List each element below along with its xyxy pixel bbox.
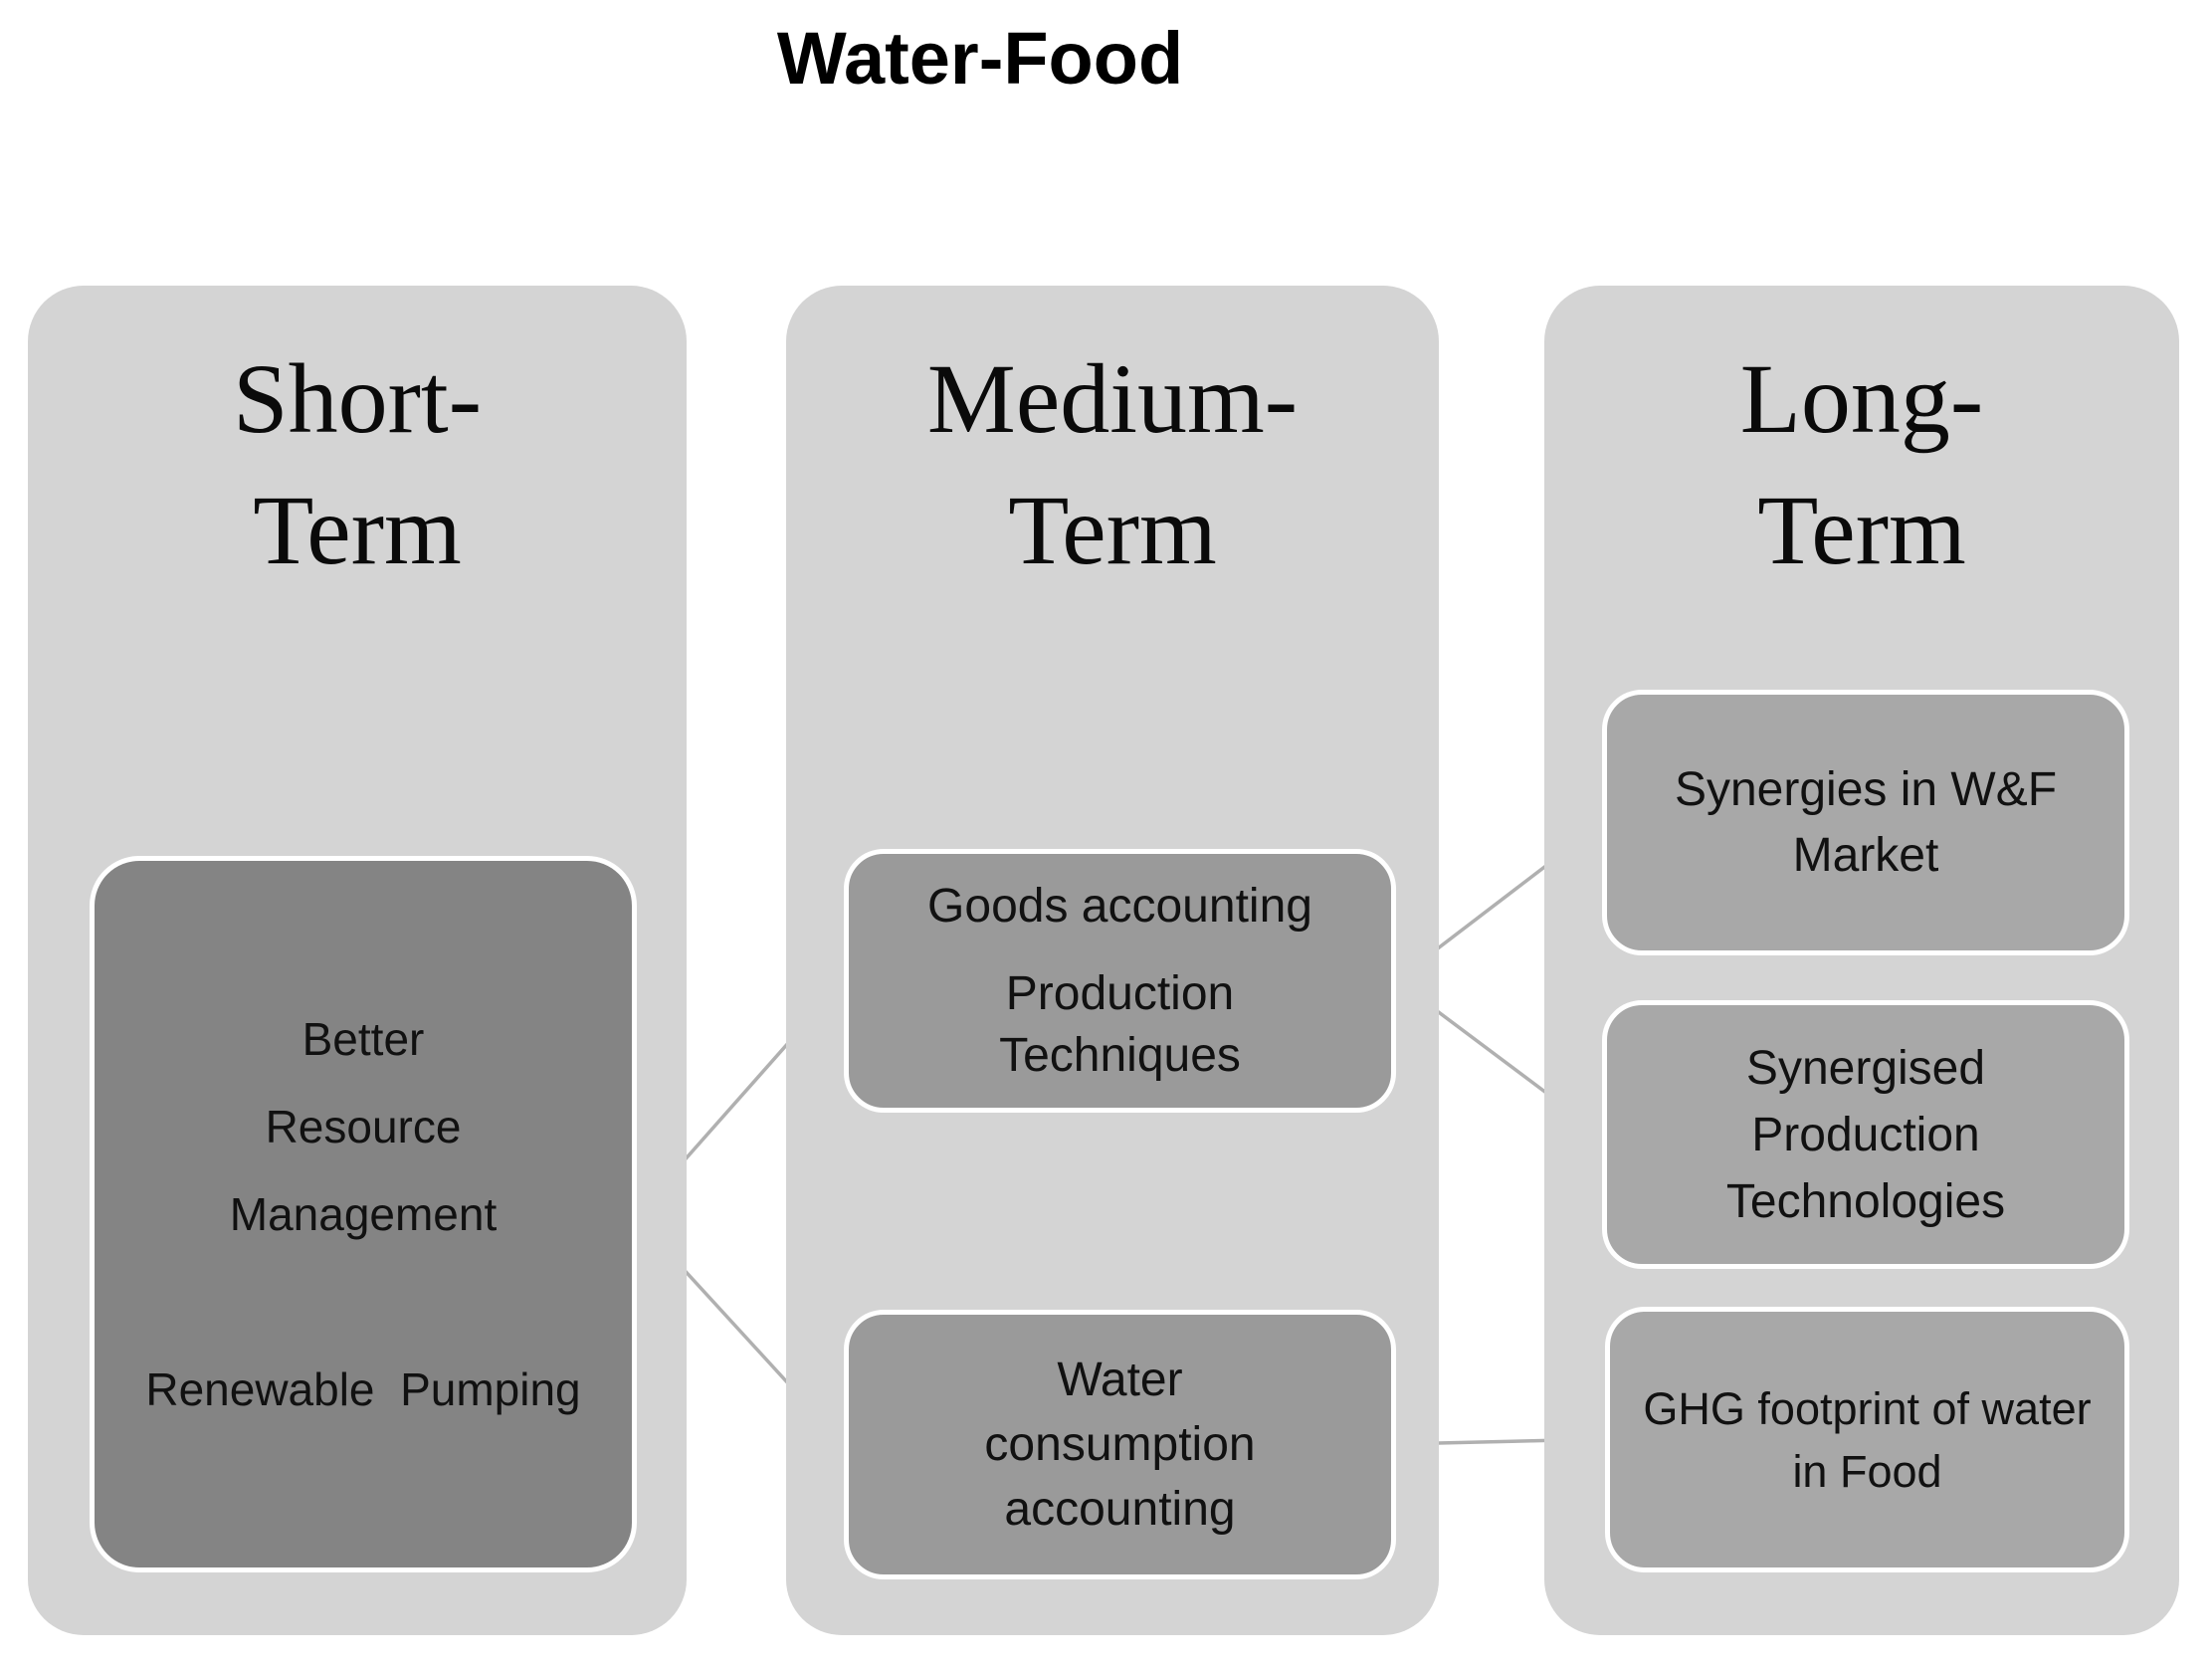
node-better-resource-management-label: Better Resource Management Renewable Pum… bbox=[145, 1013, 581, 1415]
node-synergies-in-wf-market: Synergies in W&F Market bbox=[1602, 690, 2129, 955]
diagram-title: Water-Food bbox=[776, 17, 1184, 100]
node-water-consumption-accounting: Water consumption accounting bbox=[844, 1310, 1396, 1579]
node-water-consumption-accounting-label: Water consumption accounting bbox=[984, 1354, 1256, 1536]
node-synergies-in-wf-market-label: Synergies in W&F Market bbox=[1674, 762, 2058, 882]
node-production-techniques-label: Production Techniques bbox=[999, 966, 1241, 1082]
node-ghg-footprint-of-water-in-food-label: GHG footprint of water in Food bbox=[1643, 1382, 2092, 1497]
node-goods-accounting: Goods accounting Production Techniques bbox=[844, 849, 1396, 1113]
node-synergised-production-technologies-label: Synergised Production Technologies bbox=[1725, 1041, 2006, 1228]
column-short-term-header: Short- Term bbox=[233, 343, 482, 585]
node-better-resource-management: Better Resource Management Renewable Pum… bbox=[90, 856, 637, 1572]
column-long-term-header: Long- Term bbox=[1739, 343, 1984, 585]
column-medium-term-header: Medium- Term bbox=[926, 343, 1299, 585]
node-ghg-footprint-of-water-in-food: GHG footprint of water in Food bbox=[1605, 1307, 2129, 1572]
node-goods-accounting-label: Goods accounting bbox=[927, 879, 1312, 933]
node-synergised-production-technologies: Synergised Production Technologies bbox=[1602, 1000, 2129, 1269]
